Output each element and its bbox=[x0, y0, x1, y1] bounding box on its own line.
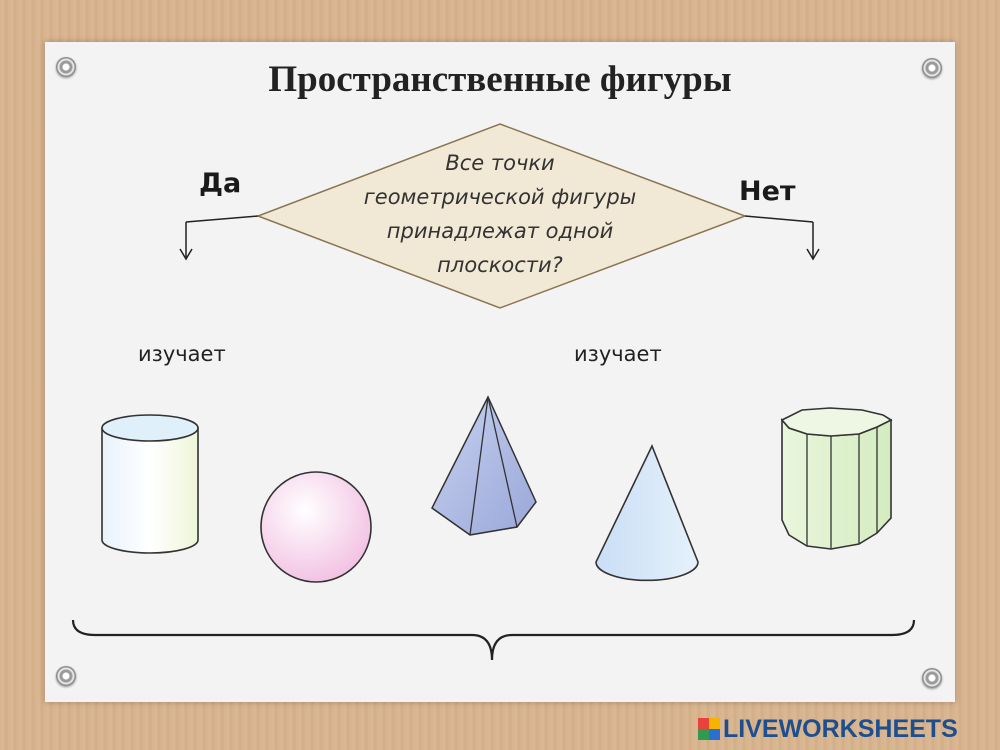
decision-diamond bbox=[255, 123, 748, 309]
no-arrow bbox=[744, 215, 820, 261]
curly-brace bbox=[71, 619, 916, 661]
pyramid-icon bbox=[431, 395, 537, 536]
question-line: принадлежат одной bbox=[386, 219, 614, 243]
liveworksheets-logo: LIVEWORKSHEETS bbox=[698, 714, 958, 744]
page-title: Пространственные фигуры bbox=[268, 59, 732, 100]
cylinder-icon bbox=[101, 414, 199, 554]
logo-badge-icon bbox=[698, 718, 720, 740]
logo-text: LIVEWORKSHEETS bbox=[723, 714, 958, 743]
cone-icon bbox=[595, 444, 699, 582]
pin-icon bbox=[56, 57, 76, 77]
question-line: плоскости? bbox=[437, 253, 563, 277]
right-studies-label: изучает bbox=[574, 342, 662, 366]
yes-label: Да bbox=[199, 168, 242, 199]
left-studies-label: изучает bbox=[138, 342, 226, 366]
pin-icon bbox=[56, 666, 76, 686]
no-label: Нет bbox=[739, 176, 796, 207]
question-line: геометрической фигуры bbox=[363, 185, 637, 209]
question-line: Все точки bbox=[445, 151, 555, 175]
pin-icon bbox=[922, 58, 942, 78]
decision-question: Все точки геометрической фигуры принадле… bbox=[320, 146, 680, 282]
prism-icon bbox=[780, 407, 893, 550]
yes-arrow bbox=[179, 215, 259, 261]
sphere-icon bbox=[260, 471, 372, 583]
pin-icon bbox=[922, 668, 942, 688]
